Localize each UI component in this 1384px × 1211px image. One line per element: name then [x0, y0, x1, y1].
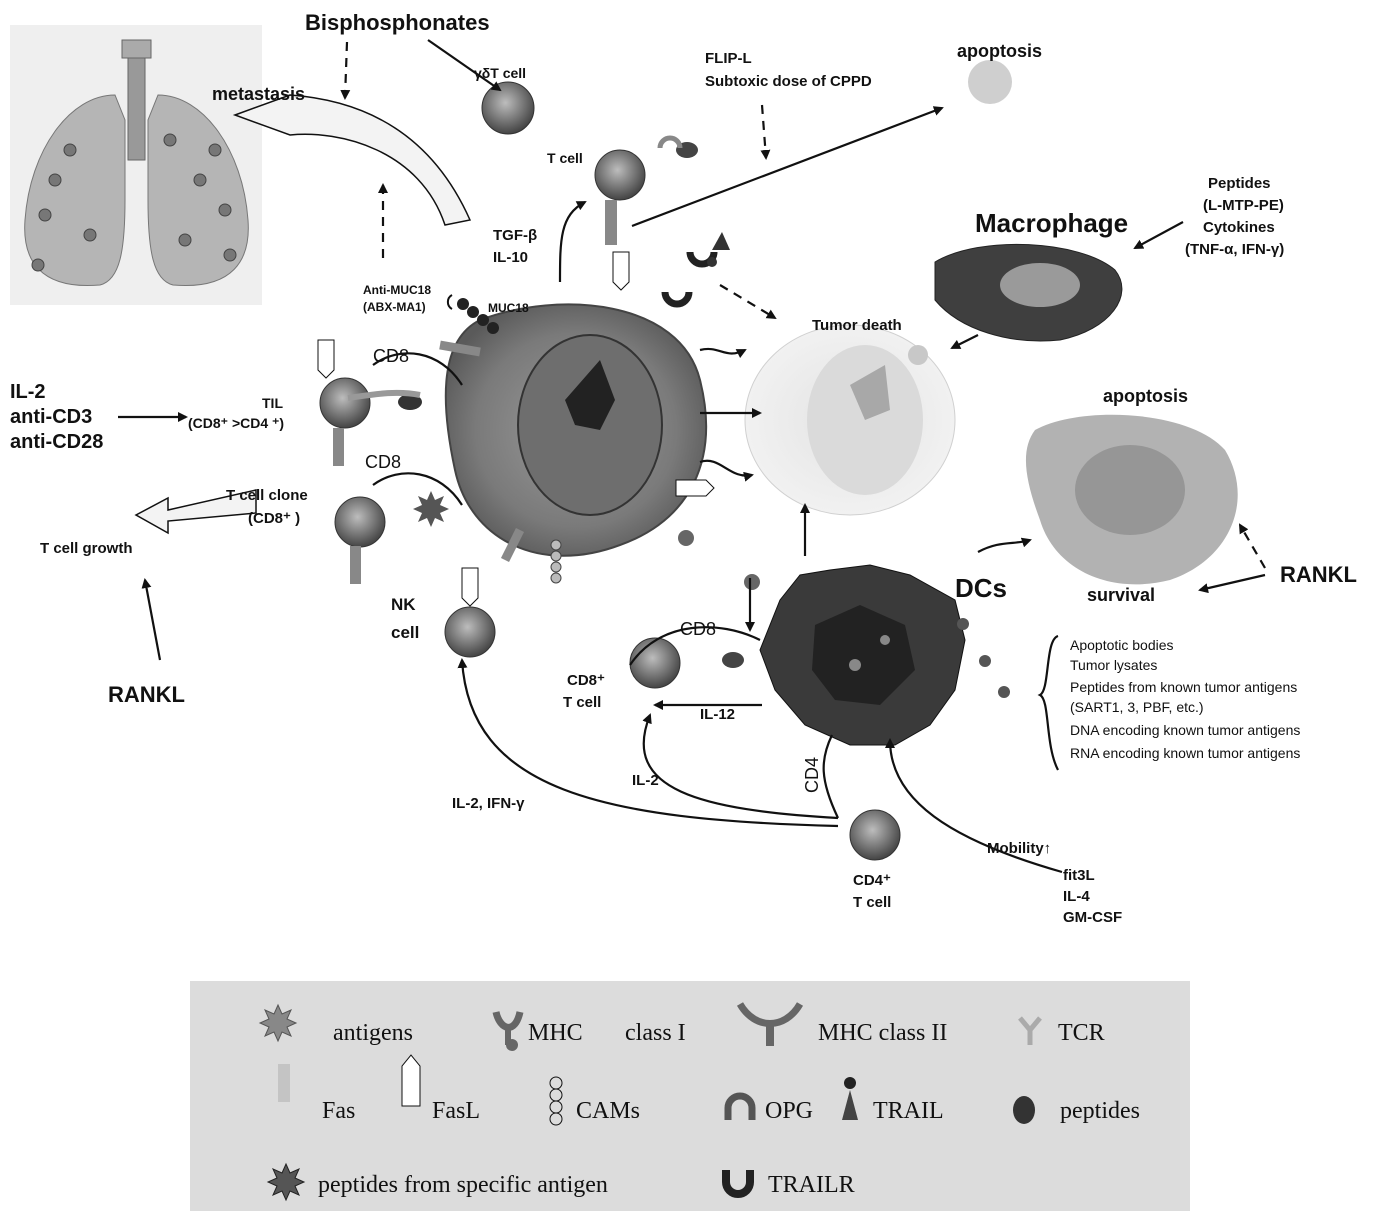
- dendritic-cell: [760, 565, 965, 745]
- label-bisphosphonates: Bisphosphonates: [305, 10, 490, 35]
- label-peptides-1: Peptides: [1208, 175, 1271, 192]
- legend-fas-icon: [278, 1064, 290, 1102]
- lungs-illustration: [10, 25, 262, 305]
- cd4-t-cell: [850, 810, 900, 860]
- legend-tcr: TCR: [1058, 1020, 1105, 1046]
- legend-opg: OPG: [765, 1098, 813, 1124]
- legend-peptides-icon: [1013, 1096, 1035, 1124]
- label-tnf-ifn: (TNF-α, IFN-γ): [1185, 241, 1284, 258]
- label-cd8-3: CD8: [680, 619, 716, 639]
- t-cell-top: [595, 150, 645, 200]
- label-mobility: Mobility↑: [987, 840, 1051, 857]
- label-cd8-1: CD8: [373, 346, 409, 366]
- legend-fas: Fas: [322, 1098, 355, 1124]
- label-t-cell-clone: T cell clone: [226, 487, 308, 504]
- label-anti-cd3: anti-CD3: [10, 406, 92, 428]
- apoptotic-cell-right: [1026, 415, 1238, 585]
- label-il-4: IL-4: [1063, 888, 1090, 905]
- label-til: TIL: [262, 395, 283, 411]
- label-cd4: CD4: [802, 757, 822, 793]
- label-fit3l: fit3L: [1063, 867, 1095, 884]
- legend-cams: CAMs: [576, 1098, 640, 1124]
- dc-list-item-2: Peptides from known tumor antigens: [1070, 679, 1297, 695]
- tumor-cell: [446, 304, 706, 555]
- legend: antigens MHC class I MHC class II TCR Fa…: [190, 981, 1190, 1211]
- dying-tumor-cell: [745, 325, 955, 515]
- label-macrophage: Macrophage: [975, 208, 1128, 238]
- til-cell: [320, 378, 370, 428]
- legend-peptides: peptides: [1060, 1098, 1140, 1124]
- cd8-t-cell: [630, 638, 680, 688]
- legend-mhc-2: MHC class II: [818, 1020, 947, 1046]
- label-subtoxic: Subtoxic dose of CPPD: [705, 73, 872, 90]
- legend-antigens: antigens: [333, 1020, 413, 1046]
- legend-specific-peptide-icon: [268, 1164, 304, 1200]
- label-nk-cell: cell: [391, 623, 419, 642]
- legend-trailr: TRAILR: [768, 1172, 855, 1198]
- nk-cell: [445, 607, 495, 657]
- label-gm-csf: GM-CSF: [1063, 909, 1122, 926]
- legend-fasl: FasL: [432, 1098, 480, 1124]
- label-t-cell-growth: T cell growth: [40, 540, 133, 557]
- legend-class-1: class I: [625, 1020, 686, 1046]
- label-cd8-2: CD8: [365, 452, 401, 472]
- label-peptides-2: (L-MTP-PE): [1203, 197, 1284, 214]
- legend-antigens-icon: [260, 1005, 296, 1041]
- dc-list-item-1: Tumor lysates: [1070, 657, 1157, 673]
- label-cd4-t: CD4⁺: [853, 872, 891, 889]
- label-tgf-beta: TGF-β: [493, 227, 537, 244]
- label-apoptosis-right: apoptosis: [1103, 386, 1188, 406]
- dc-list-item-3: (SART1, 3, PBF, etc.): [1070, 699, 1204, 715]
- legend-fasl-icon: [402, 1055, 420, 1106]
- label-rankl-left: RANKL: [108, 682, 185, 707]
- label-rankl-right: RANKL: [1280, 562, 1357, 587]
- label-muc18: MUC18: [488, 301, 529, 315]
- label-apoptosis-top: apoptosis: [957, 41, 1042, 61]
- label-gd-t-cell: γδT cell: [474, 65, 526, 81]
- label-anti-muc18: Anti-MUC18: [363, 283, 431, 297]
- label-abx-ma1: (ABX-MA1): [363, 300, 426, 314]
- label-cd8-t: CD8⁺: [567, 672, 605, 689]
- label-t-cell-clone-sub: (CD8⁺ ): [248, 510, 300, 527]
- legend-mhc-1: MHC: [528, 1020, 583, 1046]
- label-t-cell: T cell: [547, 150, 583, 166]
- label-cd4-t-cell: T cell: [853, 894, 891, 911]
- gd-t-cell: [482, 82, 534, 134]
- dc-list-item-0: Apoptotic bodies: [1070, 637, 1174, 653]
- label-il-12: IL-12: [700, 706, 735, 723]
- label-il-2-left: IL-2: [10, 381, 46, 403]
- label-til-sub: (CD8⁺ >CD4 ⁺): [188, 415, 284, 431]
- label-metastasis: metastasis: [212, 84, 305, 104]
- t-cell-clone: [335, 497, 385, 547]
- label-cytokines: Cytokines: [1203, 219, 1275, 236]
- legend-specific: peptides from specific antigen: [318, 1172, 608, 1198]
- label-survival: survival: [1087, 585, 1155, 605]
- label-flip-l: FLIP-L: [705, 50, 752, 67]
- label-il-10: IL-10: [493, 249, 528, 266]
- dc-list-item-4: DNA encoding known tumor antigens: [1070, 722, 1300, 738]
- label-tumor-death: Tumor death: [812, 317, 902, 334]
- label-il-2-mid: IL-2: [632, 772, 659, 789]
- macrophage-cell: [935, 244, 1122, 341]
- dc-list-item-5: RNA encoding known tumor antigens: [1070, 745, 1300, 761]
- label-cd8-t-cell: T cell: [563, 694, 601, 711]
- label-anti-cd28: anti-CD28: [10, 431, 103, 453]
- legend-trail: TRAIL: [873, 1098, 944, 1124]
- label-il-2-ifn: IL-2, IFN-γ: [452, 795, 525, 812]
- label-nk: NK: [391, 595, 416, 614]
- label-dcs: DCs: [955, 573, 1007, 603]
- apoptotic-cell-top: [968, 60, 1012, 104]
